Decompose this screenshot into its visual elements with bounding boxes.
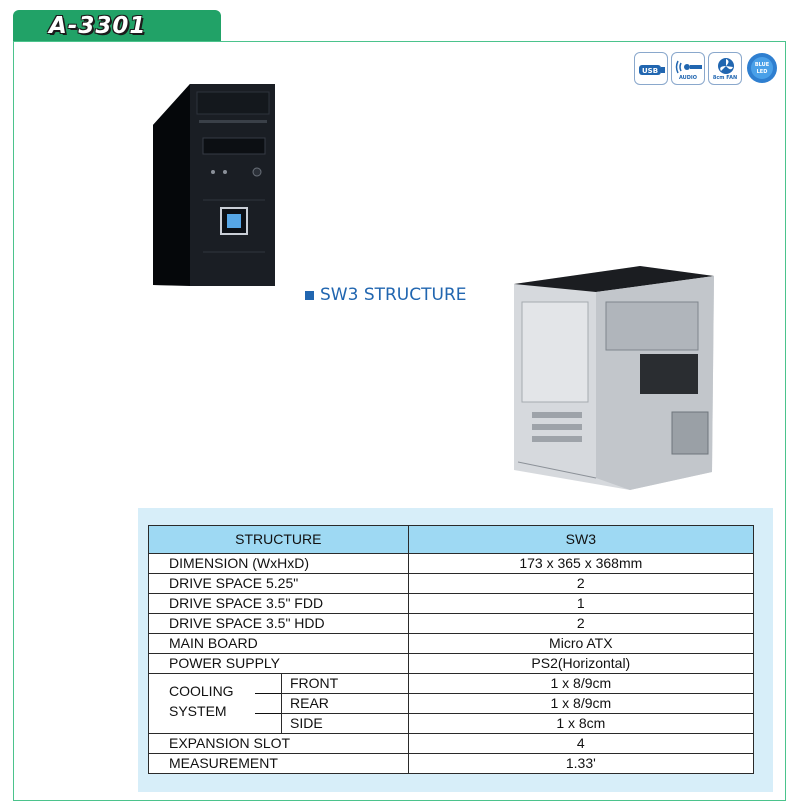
table-row: MEASUREMENT 1.33' [148,753,755,774]
spec-value: 1 x 8/9cm [407,693,755,714]
cooling-rear-label: REAR [290,695,329,711]
bracket-line [255,713,281,714]
table-row: EXPANSION SLOT 4 [148,733,755,754]
table-row: COOLING SYSTEM FRONT REAR SIDE 1 x 8/9cm [148,673,755,734]
cooling-divider [281,673,282,734]
spec-value: Micro ATX [407,633,755,654]
spec-label: DRIVE SPACE 3.5" HDD [148,613,409,634]
structure-heading-text: SW3 STRUCTURE [320,285,467,305]
spec-label: DRIVE SPACE 5.25" [148,573,409,594]
cooling-label-line2: SYSTEM [169,703,227,719]
cooling-divider [281,713,408,714]
spec-value: 1 x 8/9cm [407,673,755,694]
model-tab: A-3301 [13,10,221,42]
internal-structure-image [514,266,714,490]
svg-text:USB: USB [642,67,658,75]
spec-label: MEASUREMENT [148,753,409,774]
spec-value: 1 [407,593,755,614]
table-row: 1 x 8/9cm [149,693,755,714]
cooling-group-cell: COOLING SYSTEM FRONT REAR SIDE [148,673,409,734]
spec-value: PS2(Horizontal) [407,653,755,674]
fan-caption: 8cm FAN [712,75,738,81]
cooling-label-line1: COOLING [169,683,234,699]
structure-header: STRUCTURE [148,525,409,554]
table-row: DIMENSION (WxHxD) 173 x 365 x 368mm [148,553,755,574]
table-row: POWER SUPPLY PS2(Horizontal) [148,653,755,674]
feature-icons: USB AUDIO 8cm FAN BLUE LED [634,52,779,85]
cooling-divider [281,693,408,694]
audio-icon: AUDIO [671,52,705,85]
spec-label: MAIN BOARD [148,633,409,654]
spec-value: 173 x 365 x 368mm [407,553,755,574]
model-title: A-3301 [49,13,147,39]
bullet-square [305,290,314,300]
spec-value: 1.33' [407,753,755,774]
spec-value: 2 [407,613,755,634]
table-row: DRIVE SPACE 3.5" HDD 2 [148,613,755,634]
spec-label: EXPANSION SLOT [148,733,409,754]
spec-label: POWER SUPPLY [148,653,409,674]
cooling-side-label: SIDE [290,715,323,731]
spec-value: 2 [407,573,755,594]
spec-header-row: STRUCTURE SW3 [148,525,755,554]
cooling-label: COOLING SYSTEM [169,681,234,721]
tower-case-image [153,84,275,286]
structure-heading: SW3 STRUCTURE [305,285,467,305]
svg-text:LED: LED [757,69,768,75]
audio-caption: AUDIO [678,75,698,81]
spec-table: STRUCTURE SW3 DIMENSION (WxHxD) 173 x 36… [148,525,755,774]
spec-label: DIMENSION (WxHxD) [148,553,409,574]
content-frame [13,41,786,801]
usb-icon: USB [634,52,668,85]
spec-value: 4 [407,733,755,754]
blue-led-icon: BLUE LED [745,52,779,85]
fan-icon: 8cm FAN [708,52,742,85]
svg-text:BLUE: BLUE [755,62,770,68]
cooling-group: COOLING SYSTEM FRONT REAR SIDE [149,673,408,734]
spec-label: DRIVE SPACE 3.5" FDD [148,593,409,614]
model-header: SW3 [407,525,755,554]
bracket-line [255,693,281,694]
table-row: MAIN BOARD Micro ATX [148,633,755,654]
spec-value: 1 x 8cm [407,713,755,734]
cooling-front-label: FRONT [290,675,339,691]
table-row: DRIVE SPACE 5.25" 2 [148,573,755,594]
table-row: DRIVE SPACE 3.5" FDD 1 [148,593,755,614]
